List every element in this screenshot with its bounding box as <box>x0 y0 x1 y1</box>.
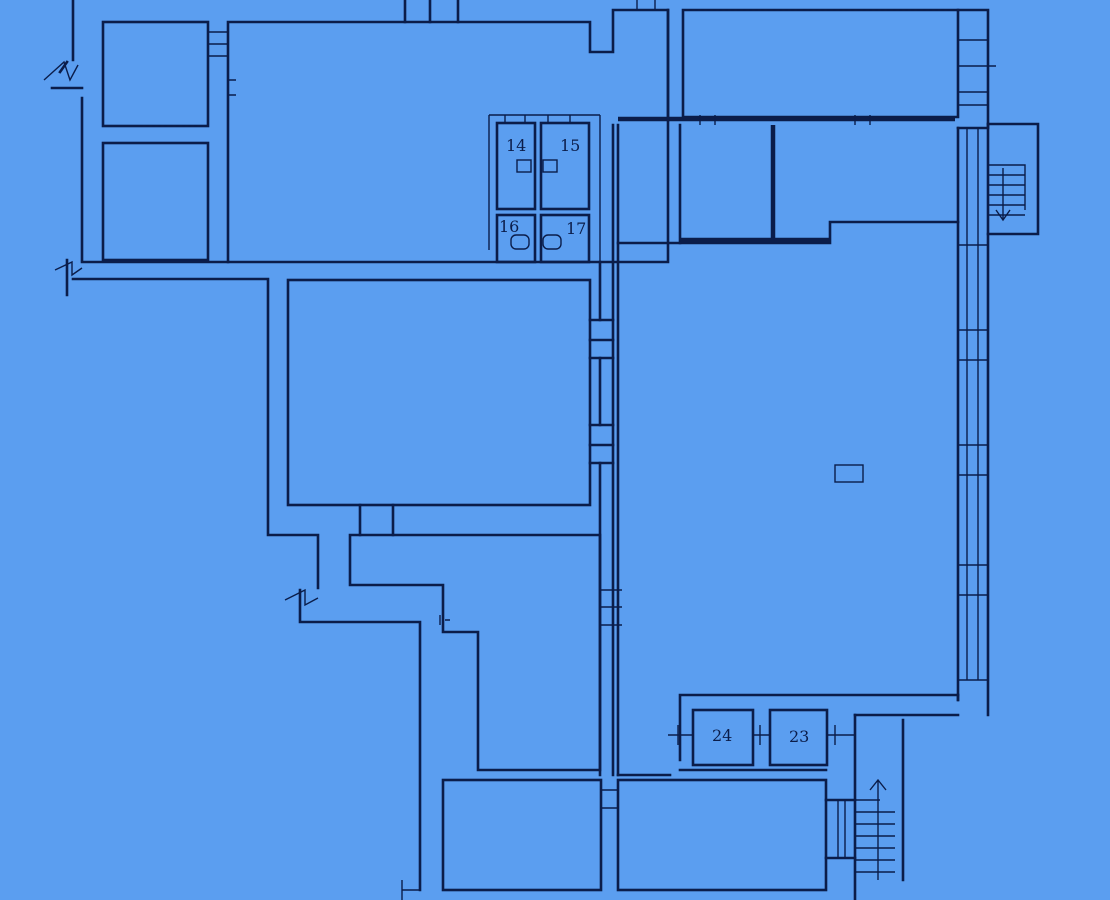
toilet-icon <box>510 234 530 250</box>
middle-room <box>286 278 615 537</box>
rooms-23-24: 24 23 <box>668 708 855 767</box>
room-23-label: 23 <box>789 727 809 746</box>
toilet-icon <box>542 234 562 250</box>
sink-icon <box>542 159 558 173</box>
toilet-block: 14 15 16 17 <box>488 114 601 264</box>
sink-icon <box>516 159 532 173</box>
room-15-label: 15 <box>560 136 580 155</box>
room-23 <box>768 708 829 767</box>
stairs-right <box>986 122 1040 236</box>
stairs-bottom <box>853 713 905 900</box>
room-14 <box>495 121 537 211</box>
room-middle <box>286 278 592 507</box>
room-24-label: 24 <box>712 726 732 745</box>
right-facade <box>956 122 990 717</box>
big-right-hall <box>616 241 960 762</box>
room-bottom-right <box>616 778 828 892</box>
room-top-right-large <box>681 8 960 119</box>
room-17-label: 17 <box>566 219 586 238</box>
top-right-rooms <box>618 0 996 245</box>
room-top-right-a <box>678 123 960 245</box>
room-17 <box>539 213 591 264</box>
room-bottom-left <box>441 778 603 892</box>
room-top-left-1 <box>101 20 210 128</box>
bottom-rooms <box>441 768 857 892</box>
hall-outline <box>226 8 670 264</box>
column-icon <box>834 464 864 483</box>
room-24 <box>691 708 755 767</box>
room-16-label: 16 <box>499 217 519 236</box>
room-lower-l <box>348 533 602 772</box>
top-hall <box>226 0 670 264</box>
lower-l-room <box>348 533 622 772</box>
top-left-rooms <box>101 20 228 262</box>
room-14-label: 14 <box>506 136 526 155</box>
room-16 <box>495 213 537 264</box>
corridor-wall <box>598 123 620 777</box>
left-outer-wall <box>43 0 422 900</box>
room-top-left-2 <box>101 141 210 262</box>
room-15 <box>539 121 591 211</box>
